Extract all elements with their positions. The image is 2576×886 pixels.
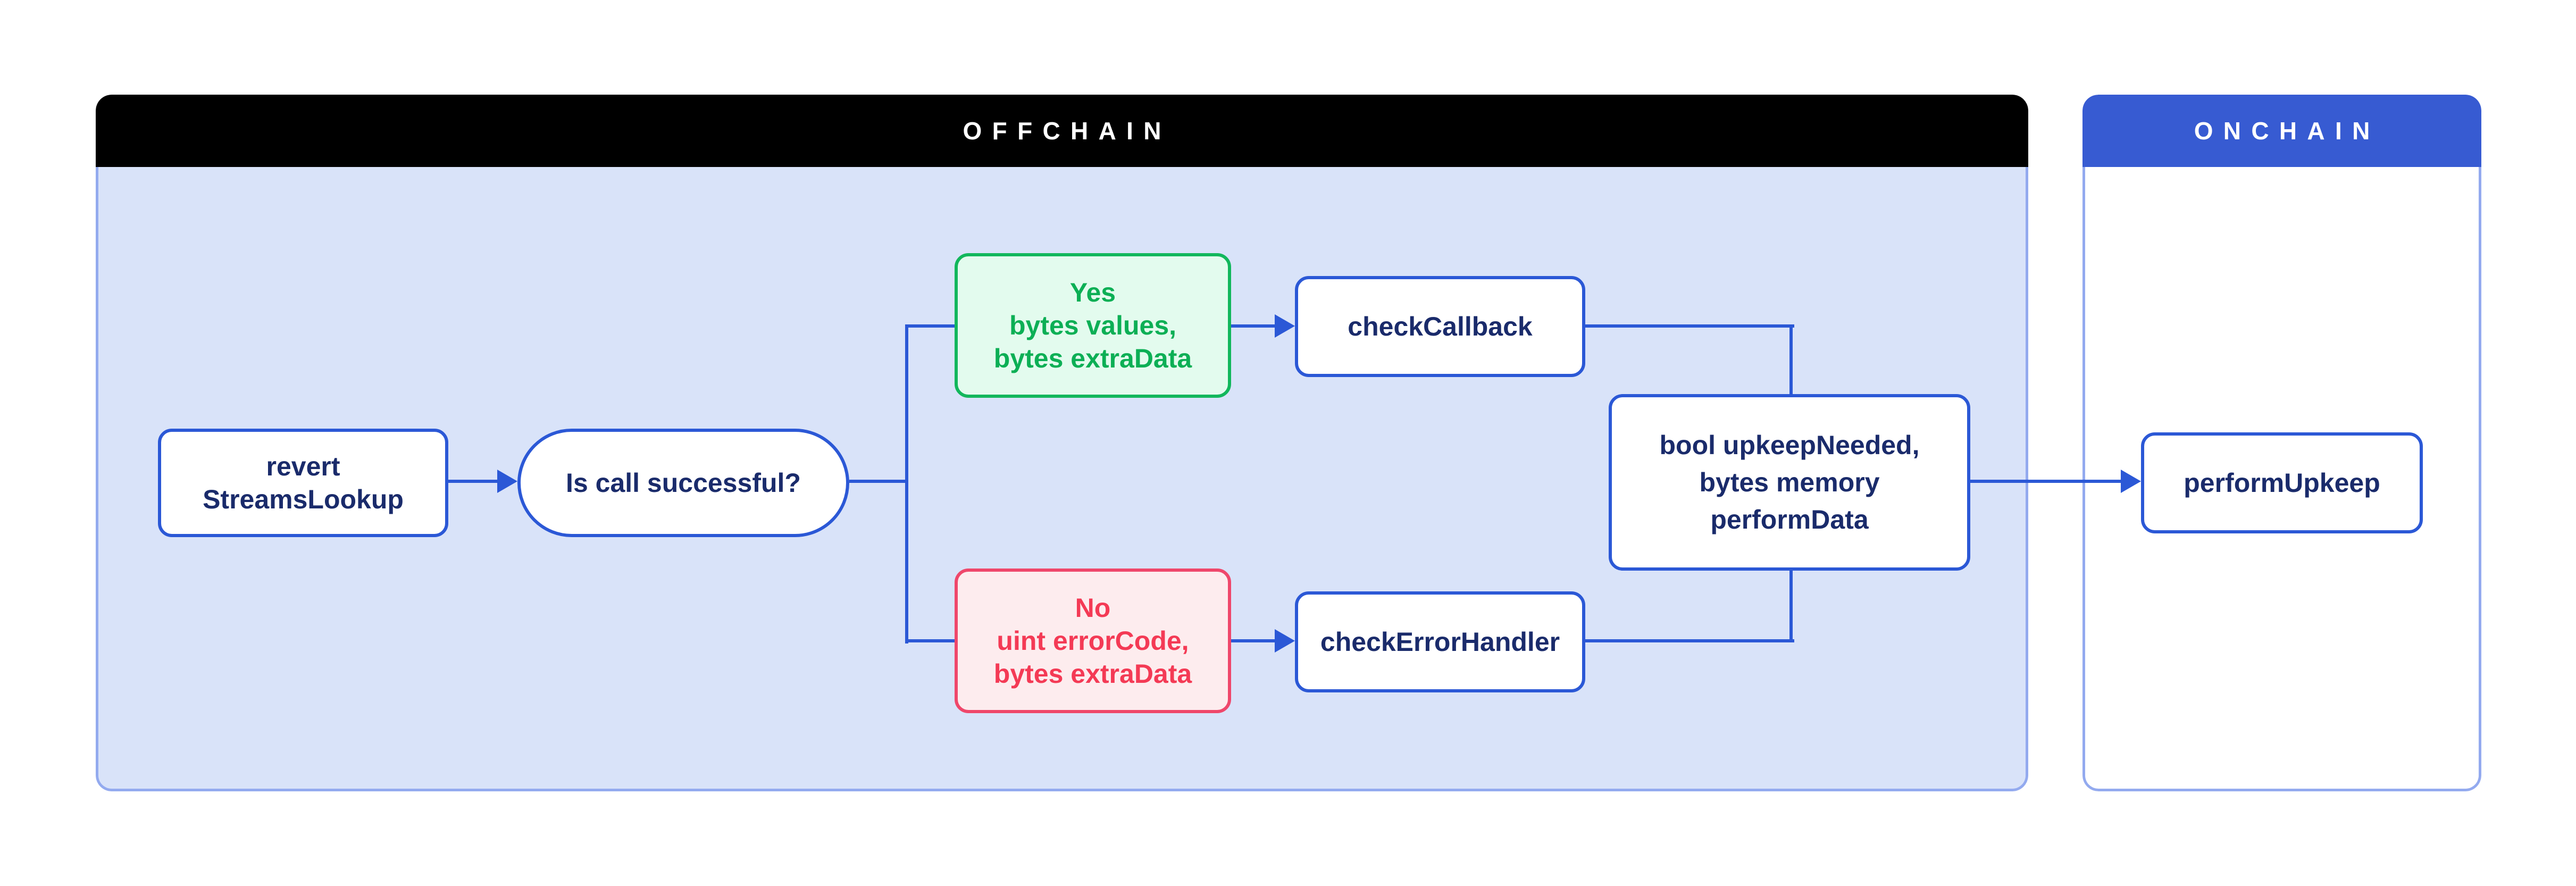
node-is-call-successful-label: Is call successful? xyxy=(566,468,801,498)
node-perform-upkeep: performUpkeep xyxy=(2141,432,2423,533)
node-is-call-successful: Is call successful? xyxy=(517,429,849,537)
arrowhead-into-question xyxy=(497,470,517,493)
edge-check-callback-out xyxy=(1585,324,1794,328)
node-upkeep-result-line2: bytes memory xyxy=(1699,467,1880,497)
node-revert-line2: StreamsLookup xyxy=(203,484,404,514)
node-yes-line1: Yes xyxy=(1069,278,1116,307)
edge-branch-vertical xyxy=(905,324,908,643)
onchain-title: ONCHAIN xyxy=(2194,117,2380,145)
edge-check-error-handler-out xyxy=(1585,639,1794,642)
node-revert-line1: revert xyxy=(266,452,340,481)
edge-down-into-result xyxy=(1789,324,1793,396)
offchain-header: OFFCHAIN xyxy=(96,95,2028,167)
node-check-error-handler-label: checkErrorHandler xyxy=(1320,627,1560,657)
offchain-title: OFFCHAIN xyxy=(963,117,1172,145)
arrowhead-into-check-error-handler xyxy=(1275,629,1295,653)
node-no-line2: uint errorCode, xyxy=(997,626,1189,656)
edge-question-to-branch xyxy=(849,480,908,483)
arrowhead-into-perform-upkeep xyxy=(2121,470,2141,493)
node-check-callback-label: checkCallback xyxy=(1348,312,1533,341)
node-upkeep-result: bool upkeepNeeded, bytes memory performD… xyxy=(1609,394,1970,571)
node-upkeep-result-line3: performData xyxy=(1710,505,1869,534)
edge-revert-to-question xyxy=(448,480,499,483)
node-yes-line3: bytes extraData xyxy=(993,344,1192,373)
node-check-callback: checkCallback xyxy=(1295,276,1585,377)
node-no-line1: No xyxy=(1075,593,1111,623)
edge-up-into-result xyxy=(1789,569,1793,642)
node-no-line3: bytes extraData xyxy=(993,659,1192,689)
node-no-branch: No uint errorCode, bytes extraData xyxy=(955,569,1231,713)
node-yes-line2: bytes values, xyxy=(1009,311,1177,340)
onchain-header: ONCHAIN xyxy=(2082,95,2481,167)
node-perform-upkeep-label: performUpkeep xyxy=(2184,468,2380,498)
node-revert-streams-lookup: revert StreamsLookup xyxy=(158,429,448,537)
node-check-error-handler: checkErrorHandler xyxy=(1295,591,1585,692)
edge-result-to-perform-upkeep xyxy=(1970,480,2125,483)
node-yes-branch: Yes bytes values, bytes extraData xyxy=(955,253,1231,398)
arrowhead-into-check-callback xyxy=(1275,314,1295,338)
node-upkeep-result-line1: bool upkeepNeeded, xyxy=(1659,430,1920,460)
